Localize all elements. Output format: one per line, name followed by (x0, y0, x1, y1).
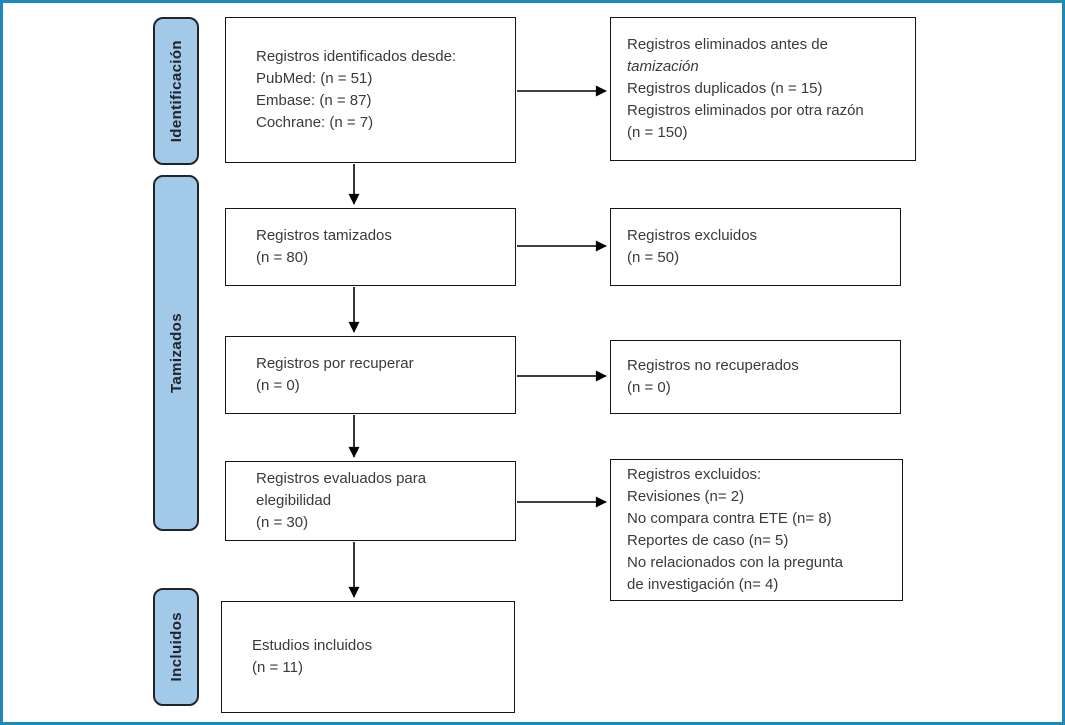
box-line: No relacionados con la pregunta (627, 554, 843, 571)
box-line: (n = 0) (256, 377, 300, 394)
box-line: Revisiones (n= 2) (627, 488, 745, 505)
box-line: Cochrane: (n = 7) (256, 114, 374, 131)
box-line: elegibilidad (256, 492, 332, 509)
box-line: (n = 0) (627, 379, 671, 396)
stage-label-included: Incluidos (153, 588, 199, 706)
box-records-screened: Registros tamizados (n = 80) (225, 208, 516, 286)
box-line: Registros eliminados por otra razón (627, 102, 864, 119)
box-records-removed-before-screening: Registros eliminados antes de tamización… (610, 17, 916, 161)
box-line: Embase: (n = 87) (256, 92, 372, 109)
stage-label-included-text: Incluidos (167, 612, 185, 682)
box-records-excluded-reasons: Registros excluidos: Revisiones (n= 2) N… (610, 459, 903, 601)
box-line: Registros eliminados antes de (627, 36, 828, 53)
stage-label-identification: Identificación (153, 17, 199, 165)
box-line: de investigación (n= 4) (627, 576, 779, 593)
box-line: Registros identificados desde: (256, 48, 457, 65)
box-line: Reportes de caso (n= 5) (627, 532, 789, 549)
box-line: Registros tamizados (256, 227, 392, 244)
stage-label-screening-text: Tamizados (167, 312, 185, 393)
box-studies-included: Estudios incluidos (n = 11) (221, 601, 515, 713)
box-line: Registros excluidos (627, 227, 758, 244)
box-line: Registros por recuperar (256, 355, 414, 372)
box-line: tamización (627, 58, 699, 75)
box-records-for-retrieval: Registros por recuperar (n = 0) (225, 336, 516, 414)
box-line: Registros no recuperados (627, 357, 799, 374)
box-records-not-retrieved: Registros no recuperados (n = 0) (610, 340, 901, 414)
box-line: PubMed: (n = 51) (256, 70, 373, 87)
box-line: Registros duplicados (n = 15) (627, 80, 823, 97)
box-line: No compara contra ETE (n= 8) (627, 510, 832, 527)
box-records-identified: Registros identificados desde: PubMed: (… (225, 17, 516, 163)
box-line: Estudios incluidos (252, 637, 373, 654)
box-line: Registros evaluados para (256, 470, 427, 487)
stage-label-identification-text: Identificación (167, 39, 185, 143)
box-records-excluded: Registros excluidos (n = 50) (610, 208, 901, 286)
box-line: (n = 30) (256, 514, 309, 531)
box-line: (n = 150) (627, 124, 688, 141)
box-line: (n = 80) (256, 249, 309, 266)
box-line: (n = 50) (627, 249, 680, 266)
box-line: (n = 11) (252, 659, 303, 676)
box-records-assessed: Registros evaluados para elegibilidad (n… (225, 461, 516, 541)
stage-label-screening: Tamizados (153, 175, 199, 531)
box-line: Registros excluidos: (627, 466, 762, 483)
